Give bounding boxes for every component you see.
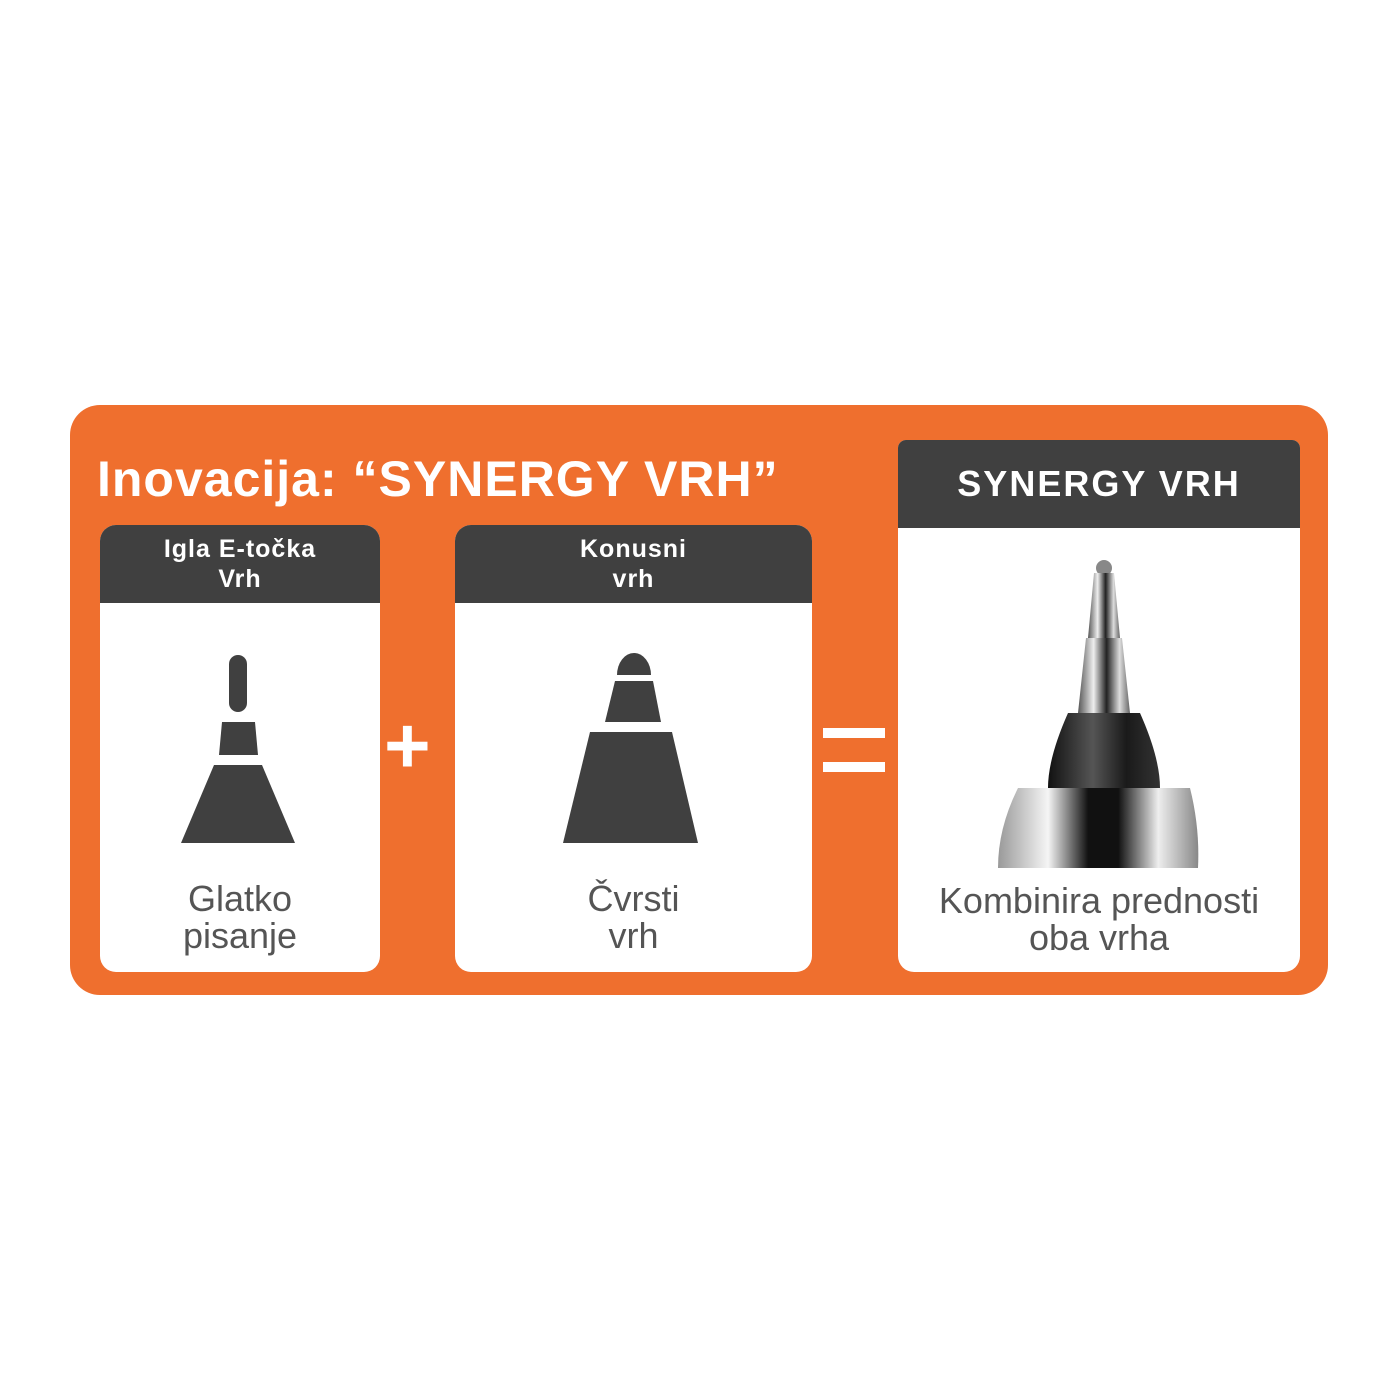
caption-line: Kombinira prednosti [938, 880, 1260, 921]
plus-sign: + [384, 701, 431, 790]
card-needle-tip: Igla E-točka Vrh Glatko pisanje [100, 525, 380, 972]
header-line: Igla E-točka [163, 535, 317, 563]
header-line: Konusni [580, 535, 687, 563]
conical-tip-icon [563, 653, 698, 843]
card-synergy-tip: SYNERGY VRH Kombinira prednosti oba vrha [898, 440, 1300, 972]
needle-tip-icon [181, 655, 295, 843]
caption-line: Glatko [187, 878, 293, 919]
caption-line: oba vrha [1028, 917, 1170, 958]
caption-line: pisanje [182, 915, 298, 956]
card-header: Konusni vrh [455, 525, 812, 603]
equals-sign: = [823, 728, 885, 772]
card-header: Igla E-točka Vrh [100, 525, 380, 603]
pen-tip-photo [998, 560, 1199, 868]
page-title: Inovacija: “SYNERGY VRH” [97, 451, 779, 507]
header-line: vrh [612, 565, 655, 593]
caption-line: vrh [608, 915, 659, 956]
card-header: SYNERGY VRH [898, 440, 1300, 528]
caption-line: Čvrsti [587, 878, 680, 919]
card-conical-tip: Konusni vrh Čvrsti vrh [455, 525, 812, 972]
header-line: Vrh [218, 565, 262, 593]
